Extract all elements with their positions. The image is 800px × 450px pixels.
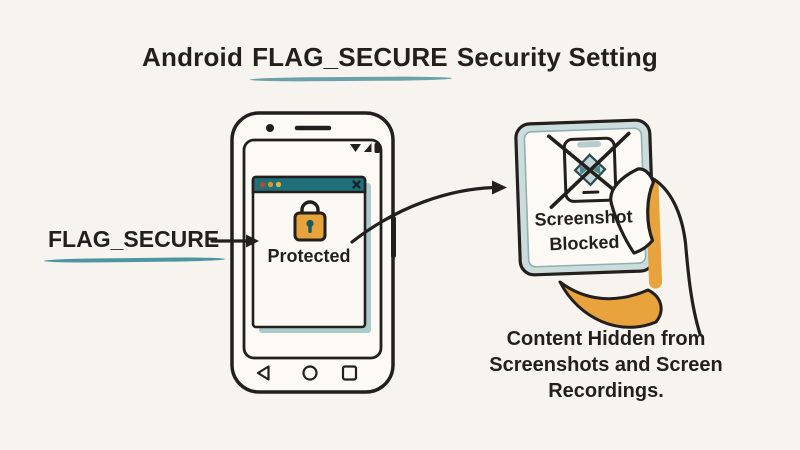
dialog-titlebar [251, 175, 367, 194]
phone-side-button [391, 216, 396, 258]
hand-fingers [558, 280, 663, 329]
blocked-card [514, 118, 656, 277]
hand-amber-edge [645, 180, 663, 289]
mini-phone-outline [562, 136, 618, 203]
screenshot-blocked-label: Screenshot Blocked [503, 203, 665, 259]
phone-camera-dot [266, 124, 274, 132]
title-flag-secure: FLAG_SECURE [252, 42, 448, 72]
recents-icon [341, 365, 358, 381]
caption-line1: Content Hidden from [506, 328, 706, 350]
arrowhead [246, 234, 259, 248]
signal-icon [364, 143, 372, 152]
curved-arrow [350, 180, 507, 244]
keyhole-stem [308, 225, 312, 233]
title-prefix: Android [142, 42, 244, 72]
page-title: Android FLAG_SECURE Security Setting [0, 42, 800, 73]
diamond-facet-left [579, 165, 588, 176]
flag-secure-label: FLAG_SECURE [48, 226, 220, 252]
titlebar-dot-red [259, 181, 266, 188]
home-icon [302, 365, 318, 381]
titlebar-dot-yellow [275, 181, 282, 188]
keyhole [306, 219, 314, 228]
caption: Content Hidden from Screenshots and Scre… [460, 326, 752, 404]
lock-shackle [300, 200, 320, 214]
arrowhead [492, 180, 507, 195]
titlebar-dot-orange [267, 181, 274, 188]
hand-thumb [609, 167, 656, 255]
title-suffix: Security Setting [456, 42, 658, 72]
close-icon [352, 180, 361, 189]
hand-outline [648, 175, 702, 336]
holding-hand [558, 167, 702, 336]
caption-line2: Screenshots and Screen [489, 354, 723, 376]
battery-icon [374, 143, 380, 153]
mini-phone-notch [577, 141, 602, 148]
caption-line3: Recordings. [548, 380, 664, 402]
diamond-facet-right [593, 164, 601, 175]
lock-icon [293, 200, 327, 242]
back-icon [256, 365, 270, 381]
protected-dialog [251, 175, 371, 333]
protected-label: Protected [267, 246, 351, 266]
wifi-icon [350, 144, 361, 152]
